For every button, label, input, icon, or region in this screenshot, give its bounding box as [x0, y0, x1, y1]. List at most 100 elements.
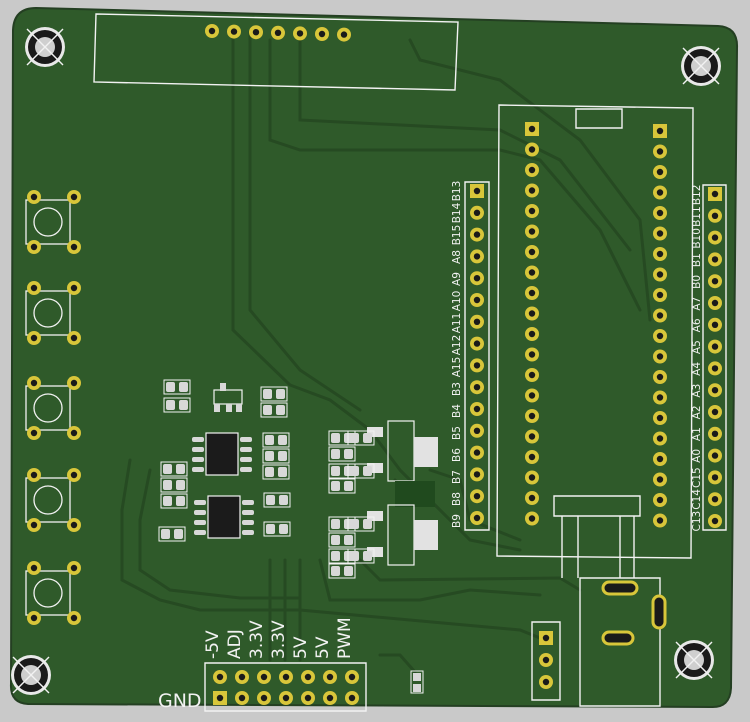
power-pin-pad-bottom — [235, 691, 249, 705]
left-strip-pad — [470, 445, 484, 460]
mcu-right-pad — [653, 452, 667, 466]
pin-strip-pads — [470, 184, 722, 528]
power-pin-pad-top — [235, 670, 249, 684]
mcu-left-pad — [525, 224, 539, 239]
power-pin-pad-bottom — [345, 691, 359, 705]
smd-capacitor — [163, 397, 191, 413]
mcu-left-pad — [525, 368, 539, 382]
mcu-left-pad — [525, 163, 539, 177]
smd-capacitor — [328, 563, 356, 579]
display-pin-pad — [249, 25, 263, 40]
right-pin-label: B1 — [691, 253, 703, 267]
right-pin-label: B0 — [691, 275, 703, 289]
mcu-right-pad — [653, 411, 667, 425]
left-pin-label: B14 — [451, 202, 463, 223]
left-pin-strip-outline — [464, 181, 490, 531]
mcu-right-pad — [653, 144, 667, 159]
mcu-usb-notch — [575, 108, 623, 129]
three-pin-pad — [539, 631, 553, 645]
right-strip-pad — [708, 448, 722, 463]
left-strip-pad — [470, 402, 484, 416]
test-point — [410, 670, 424, 694]
dc-jack-outline — [579, 577, 661, 707]
right-strip-pad — [708, 317, 722, 332]
power-pin-pad-bottom — [279, 691, 293, 705]
left-pin-label: A9 — [451, 272, 463, 286]
left-strip-pad — [470, 467, 484, 482]
mounting-hole-icon — [11, 655, 51, 695]
mcu-left-pad — [525, 286, 539, 300]
power-pin-label: -5V — [203, 630, 223, 659]
mcu-left-pad — [525, 306, 539, 321]
power-pin-label: PWM — [335, 617, 355, 659]
left-pin-label: B15 — [451, 225, 463, 246]
mcu-right-pad — [653, 226, 667, 241]
left-strip-pad — [470, 380, 484, 395]
power-pin-pad-bottom — [257, 691, 271, 705]
mcu-left-pad — [525, 409, 539, 423]
left-strip-pad — [470, 249, 484, 264]
switch-pad — [27, 240, 41, 254]
mcu-right-pad — [653, 247, 667, 261]
mcu-right-pad — [653, 513, 667, 528]
voltage-regulator-top — [367, 420, 438, 507]
power-pin-pad-bottom — [323, 691, 337, 705]
power-pin-pad-top — [213, 670, 227, 684]
left-pin-label: B8 — [451, 492, 463, 506]
op-amp-ic-top — [192, 432, 252, 476]
power-pin-label: 3.3V — [247, 620, 267, 659]
tactile-switch-icon — [25, 468, 81, 532]
left-pin-label: A11 — [451, 313, 463, 334]
switch-pad — [27, 561, 41, 575]
mcu-left-pad — [525, 347, 539, 362]
right-strip-pad — [708, 208, 722, 223]
power-pin-pad-top — [301, 670, 315, 684]
left-strip-pad — [470, 293, 484, 307]
tactile-switches — [25, 190, 81, 625]
left-pin-label: B7 — [451, 470, 463, 484]
display-pin-pad — [271, 25, 285, 40]
switch-pad — [27, 611, 41, 625]
smd-capacitor — [262, 432, 290, 448]
mcu-module-pads — [525, 122, 667, 528]
left-strip-pad — [470, 423, 484, 438]
right-pin-label: A4 — [691, 362, 703, 376]
switch-pad — [27, 518, 41, 532]
switch-pad — [67, 468, 81, 482]
smd-capacitor — [263, 492, 291, 508]
mcu-right-pad — [653, 390, 667, 405]
right-strip-pad — [708, 405, 722, 419]
power-pin-label: 3.3V — [269, 620, 289, 659]
smd-capacitor — [347, 516, 375, 532]
mcu-right-pad — [653, 472, 667, 487]
smd-capacitor — [347, 548, 375, 564]
smd-capacitor — [160, 477, 188, 493]
right-strip-pad — [708, 514, 722, 528]
sot23-transistor — [213, 383, 243, 412]
right-pin-label: A0 — [691, 449, 703, 463]
left-pin-label: A15 — [451, 357, 463, 378]
mcu-left-pad — [525, 388, 539, 403]
left-strip-pad — [470, 511, 484, 525]
mcu-right-pad — [653, 165, 667, 179]
switch-pad — [67, 561, 81, 575]
switch-pad — [27, 190, 41, 204]
right-pin-label: A2 — [691, 405, 703, 419]
display-pin-pad — [337, 27, 351, 42]
dc-jack-pads — [601, 580, 667, 646]
gnd-label: GND — [158, 690, 202, 712]
left-pin-label: A8 — [451, 250, 463, 264]
power-pin-label: 5V — [313, 636, 333, 659]
mcu-right-pad — [653, 370, 667, 384]
mcu-module-outline — [496, 104, 694, 559]
switch-pad — [67, 518, 81, 532]
mounting-holes — [11, 27, 721, 695]
switch-pad — [27, 376, 41, 390]
mcu-left-pad — [525, 265, 539, 280]
mcu-right-pad — [653, 124, 667, 138]
left-pin-label: B4 — [451, 404, 463, 418]
right-pin-label: A5 — [691, 340, 703, 354]
switch-pad — [27, 331, 41, 345]
